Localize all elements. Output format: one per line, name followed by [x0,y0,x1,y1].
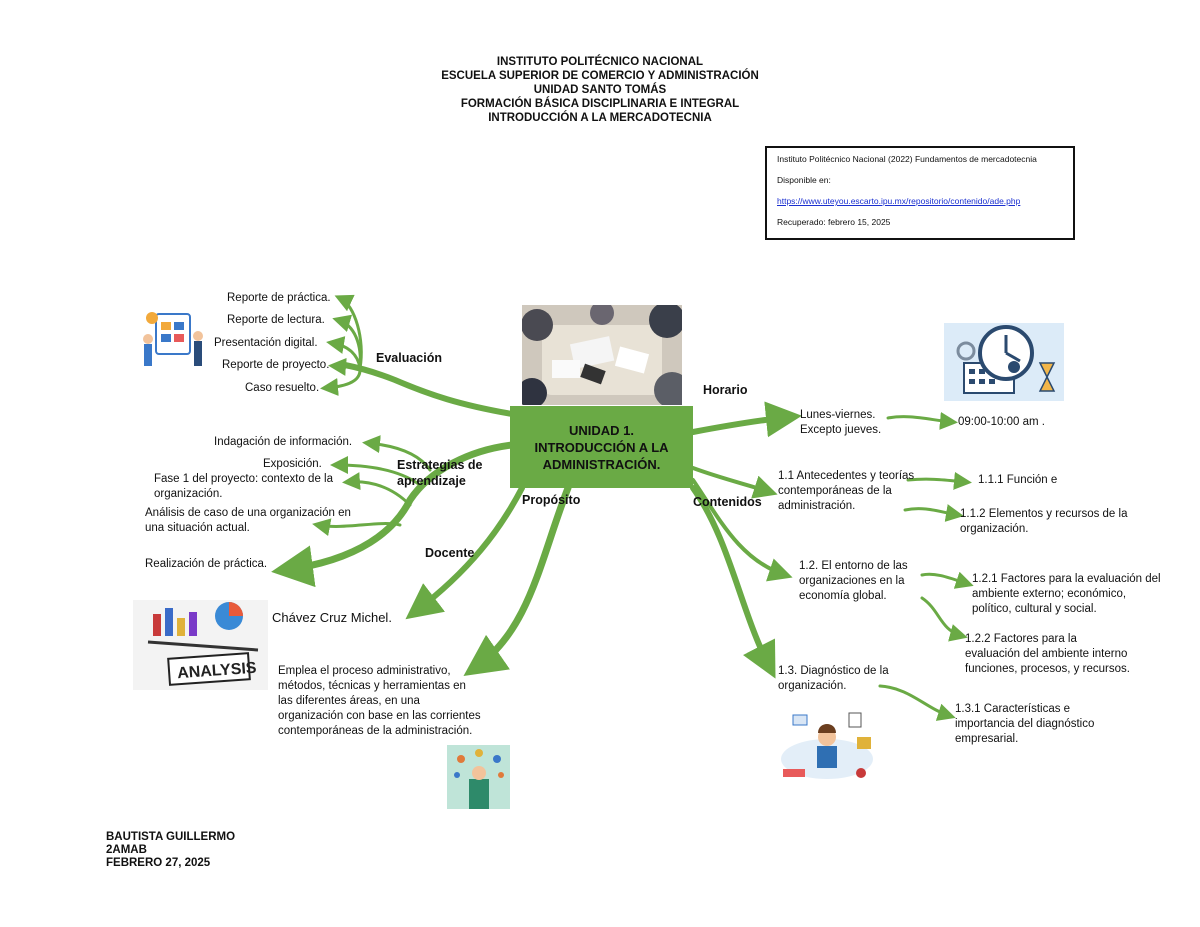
link-c3-1 [878,684,956,721]
docente-name: Chávez Cruz Michel. [272,610,392,625]
link-estr-2 [330,456,422,487]
eval-item-3: Presentación digital. [214,337,318,349]
meeting-photo [522,305,682,405]
branch-evaluacion [342,362,515,417]
document-header: INSTITUTO POLITÉCNICO NACIONAL ESCUELA S… [0,55,1200,125]
author-footer: BAUTISTA GUILLERMO 2AMAB FEBRERO 27, 202… [106,831,235,870]
header-line-4: FORMACIÓN BÁSICA DISCIPLINARIA E INTEGRA… [460,98,740,110]
branch-proposito [463,484,572,676]
reference-link[interactable]: https://www.uteyou.escarto.ipu.mx/reposi… [777,196,1021,206]
proposito-text: Emplea el proceso administrativo, método… [278,665,481,737]
category-proposito: Propósito [522,493,581,507]
link-eval-3 [326,336,362,370]
eval-item-1: Reporte de práctica. [227,292,331,304]
contenido-1-2-1: 1.2.1 Factores para la evaluación del am… [972,573,1161,615]
category-estrategias: Estrategias de aprendizaje [397,458,483,488]
link-eval-1 [334,294,363,370]
estr-item-1: Indagación de información. [214,436,353,448]
link-eval-2 [332,314,362,370]
reference-retrieved: Recuperado: febrero 15, 2025 [777,217,891,227]
contenido-1-2-2: 1.2.2 Factores para la evaluación del am… [965,633,1130,675]
link-c1-1 [906,471,972,490]
contenido-1-1: 1.1 Antecedentes y teorías contemporánea… [778,470,915,512]
estr-item-4: Análisis de caso de una organización en … [145,507,351,534]
link-eval-5 [320,368,362,396]
link-eval-4 [328,357,362,376]
link-c2-1 [920,571,974,589]
footer-date: FEBRERO 27, 2025 [106,857,211,869]
schedule-illustration [944,323,1064,401]
estr-item-2: Exposición. [263,458,322,470]
contenido-1-3: 1.3. Diagnóstico de la organización. [778,665,889,692]
branch-estrategias [271,441,516,588]
header-line-2: ESCUELA SUPERIOR DE COMERCIO Y ADMINISTR… [441,70,759,82]
branch-contenidos-2 [691,478,793,582]
reference-available: Disponible en: [777,175,831,185]
purpose-illustration [447,745,510,809]
header-line-3: UNIDAD SANTO TOMÁS [533,84,667,96]
category-evaluacion: Evaluación [376,351,442,365]
header-line-1: INSTITUTO POLITÉCNICO NACIONAL [496,56,704,68]
link-estr-3 [342,472,412,507]
link-horario-time [886,411,958,430]
contenido-1-3-1: 1.3.1 Características e importancia del … [955,703,1095,745]
link-estr-1 [362,435,432,472]
horario-except: Excepto jueves. [800,424,882,436]
branch-docente [405,485,525,620]
analysis-illustration: ANALYSIS [133,600,268,690]
footer-name: BAUTISTA GUILLERMO [106,831,236,843]
contenido-1-1-1: 1.1.1 Función e [978,474,1058,486]
reference-box: Instituto Politécnico Nacional (2022) Fu… [765,146,1075,240]
contenido-1-1-2: 1.1.2 Elementos y recursos de la organiz… [960,508,1128,535]
link-estr-4 [312,518,402,537]
estr-item-5: Realización de práctica. [145,558,268,570]
evaluation-illustration [138,304,208,374]
branch-contenidos-1 [691,466,778,499]
estr-item-3: Fase 1 del proyecto: contexto de la orga… [154,473,333,500]
link-c1-2 [903,504,964,522]
link-c2-2 [920,596,968,642]
category-contenidos: Contenidos [693,495,762,509]
reference-citation: Instituto Politécnico Nacional (2022) Fu… [777,154,1037,164]
contenido-1-2: 1.2. El entorno de las organizaciones en… [799,560,908,602]
eval-item-5: Caso resuelto. [245,382,320,394]
analysis-sign-text: ANALYSIS [177,660,258,683]
footer-group: 2AMAB [106,844,147,856]
eval-item-2: Reporte de lectura. [227,314,325,326]
horario-days: Lunes-viernes. [800,409,876,421]
eval-item-4: Reporte de proyecto. [222,359,330,371]
branch-contenidos-3 [690,485,776,679]
central-topic: UNIDAD 1. INTRODUCCIÓN A LA ADMINISTRACI… [510,406,693,488]
header-line-5: INTRODUCCIÓN A LA MERCADOTECNIA [488,112,712,124]
category-horario: Horario [703,383,748,397]
horario-time: 09:00-10:00 am . [958,416,1045,428]
category-docente: Docente [425,546,475,560]
diagnosis-illustration [773,703,881,783]
branch-horario [690,401,802,438]
